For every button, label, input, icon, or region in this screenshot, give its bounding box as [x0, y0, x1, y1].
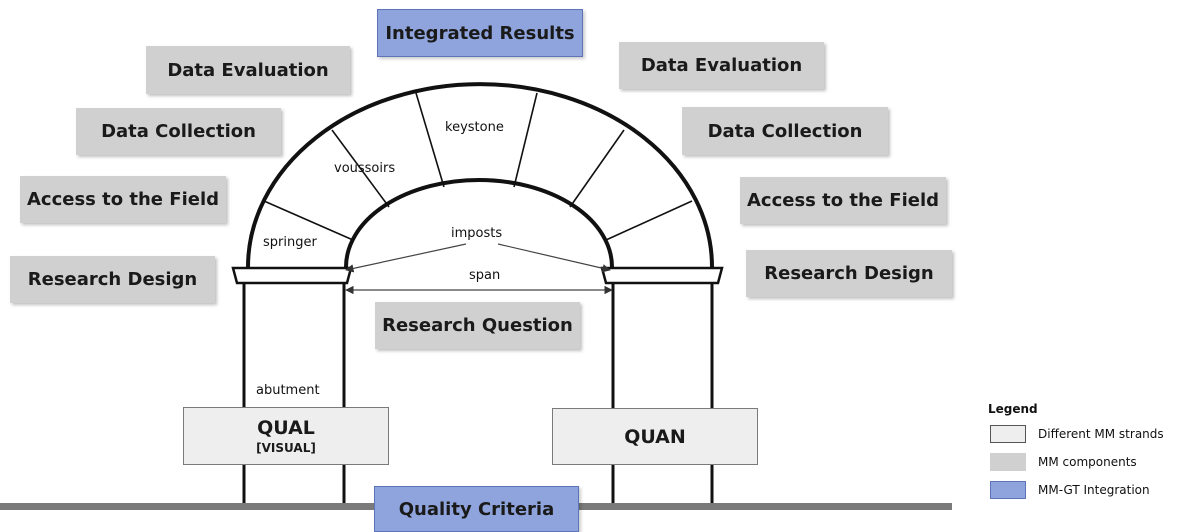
arch-outer	[246, 82, 714, 268]
legend-swatch-strands	[990, 425, 1026, 443]
springer-label: springer	[263, 235, 317, 250]
imposts-arrow-left	[345, 243, 467, 273]
span-label: span	[469, 268, 501, 283]
right-access-to-field: Access to the Field	[740, 177, 946, 224]
quan-strand: QUAN	[552, 408, 758, 465]
left-research-design: Research Design	[10, 256, 215, 303]
qual-label: QUAL	[257, 417, 315, 439]
right-data-evaluation: Data Evaluation	[619, 42, 824, 89]
voussoir-joints	[263, 92, 693, 241]
integrated-results: Integrated Results	[377, 9, 583, 57]
quality-criteria: Quality Criteria	[374, 486, 579, 532]
legend-item-integration: MM-GT Integration	[990, 481, 1150, 499]
right-data-collection: Data Collection	[682, 107, 888, 155]
legend-title: Legend	[988, 402, 1038, 416]
legend-label-strands: Different MM strands	[1038, 427, 1164, 441]
arch-inner	[344, 178, 614, 268]
columns	[242, 283, 714, 503]
legend-swatch-integration	[990, 481, 1026, 499]
left-data-evaluation: Data Evaluation	[146, 46, 350, 94]
legend-swatch-components	[990, 453, 1026, 471]
abutment-label: abutment	[256, 383, 320, 398]
voussoirs-label: voussoirs	[334, 161, 396, 176]
left-access-to-field: Access to the Field	[20, 176, 226, 223]
keystone-label: keystone	[445, 120, 504, 135]
qual-sublabel: [VISUAL]	[256, 441, 316, 455]
qual-strand: QUAL [VISUAL]	[183, 407, 389, 465]
legend-item-strands: Different MM strands	[990, 425, 1164, 443]
research-question: Research Question	[375, 302, 580, 349]
legend-label-components: MM components	[1038, 455, 1137, 469]
left-data-collection: Data Collection	[76, 108, 281, 155]
imposts-arrow-right	[497, 243, 611, 273]
imposts-label: imposts	[451, 226, 503, 241]
quan-label: QUAN	[624, 425, 686, 448]
impost-right	[600, 266, 724, 285]
legend-label-integration: MM-GT Integration	[1038, 483, 1150, 497]
right-research-design: Research Design	[746, 250, 952, 297]
legend-item-components: MM components	[990, 453, 1137, 471]
impost-left	[231, 266, 353, 285]
